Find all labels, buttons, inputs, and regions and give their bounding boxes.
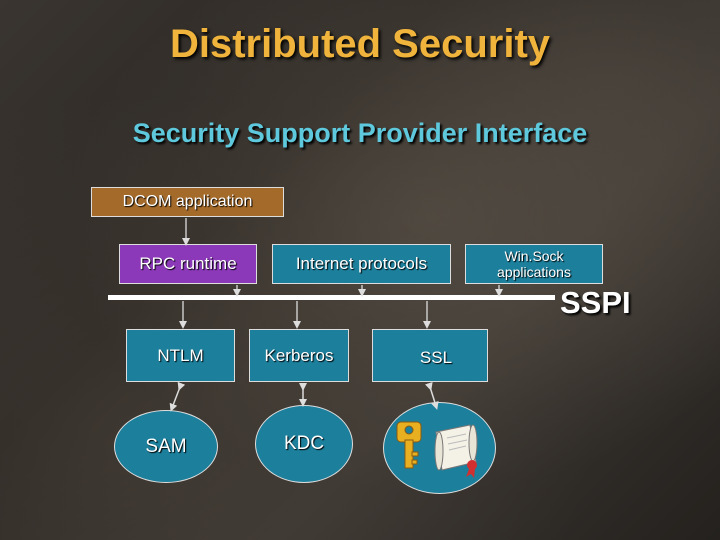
- dcom-application-box: DCOM application: [91, 187, 284, 217]
- ssl-label: SSL: [419, 347, 453, 367]
- ssl-box: SSL: [372, 329, 488, 382]
- ntlm-label: NTLM: [157, 345, 204, 365]
- winsock-label-line1: Win.Sock: [504, 248, 564, 264]
- rpc-runtime-label: RPC runtime: [139, 254, 237, 273]
- internet-protocols-label: Internet protocols: [295, 254, 428, 273]
- slide-title: Distributed Security: [169, 22, 551, 66]
- rpc-runtime-box: RPC runtime: [119, 244, 257, 284]
- kerberos-label: Kerberos: [264, 345, 334, 365]
- sam-label: SAM: [145, 435, 187, 457]
- kerberos-box: Kerberos: [249, 329, 349, 382]
- arrow-ssl-certificate: [424, 381, 439, 410]
- sspi-bar: [108, 295, 555, 300]
- arrow-ntlm-sam: [169, 381, 186, 412]
- certificate-scroll-icon: [434, 424, 478, 478]
- winsock-applications-box: Win.Sock applications: [465, 244, 603, 284]
- kdc-label: KDC: [283, 433, 325, 454]
- sspi-label: SSPI: [560, 285, 631, 320]
- slide-subtitle: Security Support Provider Interface: [132, 118, 588, 148]
- winsock-label-line2: applications: [497, 264, 571, 280]
- dcom-application-label: DCOM application: [122, 193, 253, 210]
- sam-ellipse: SAM: [114, 410, 218, 483]
- ntlm-box: NTLM: [126, 329, 235, 382]
- internet-protocols-box: Internet protocols: [272, 244, 451, 284]
- key-icon: [396, 421, 422, 469]
- kdc-ellipse: KDC: [255, 405, 353, 483]
